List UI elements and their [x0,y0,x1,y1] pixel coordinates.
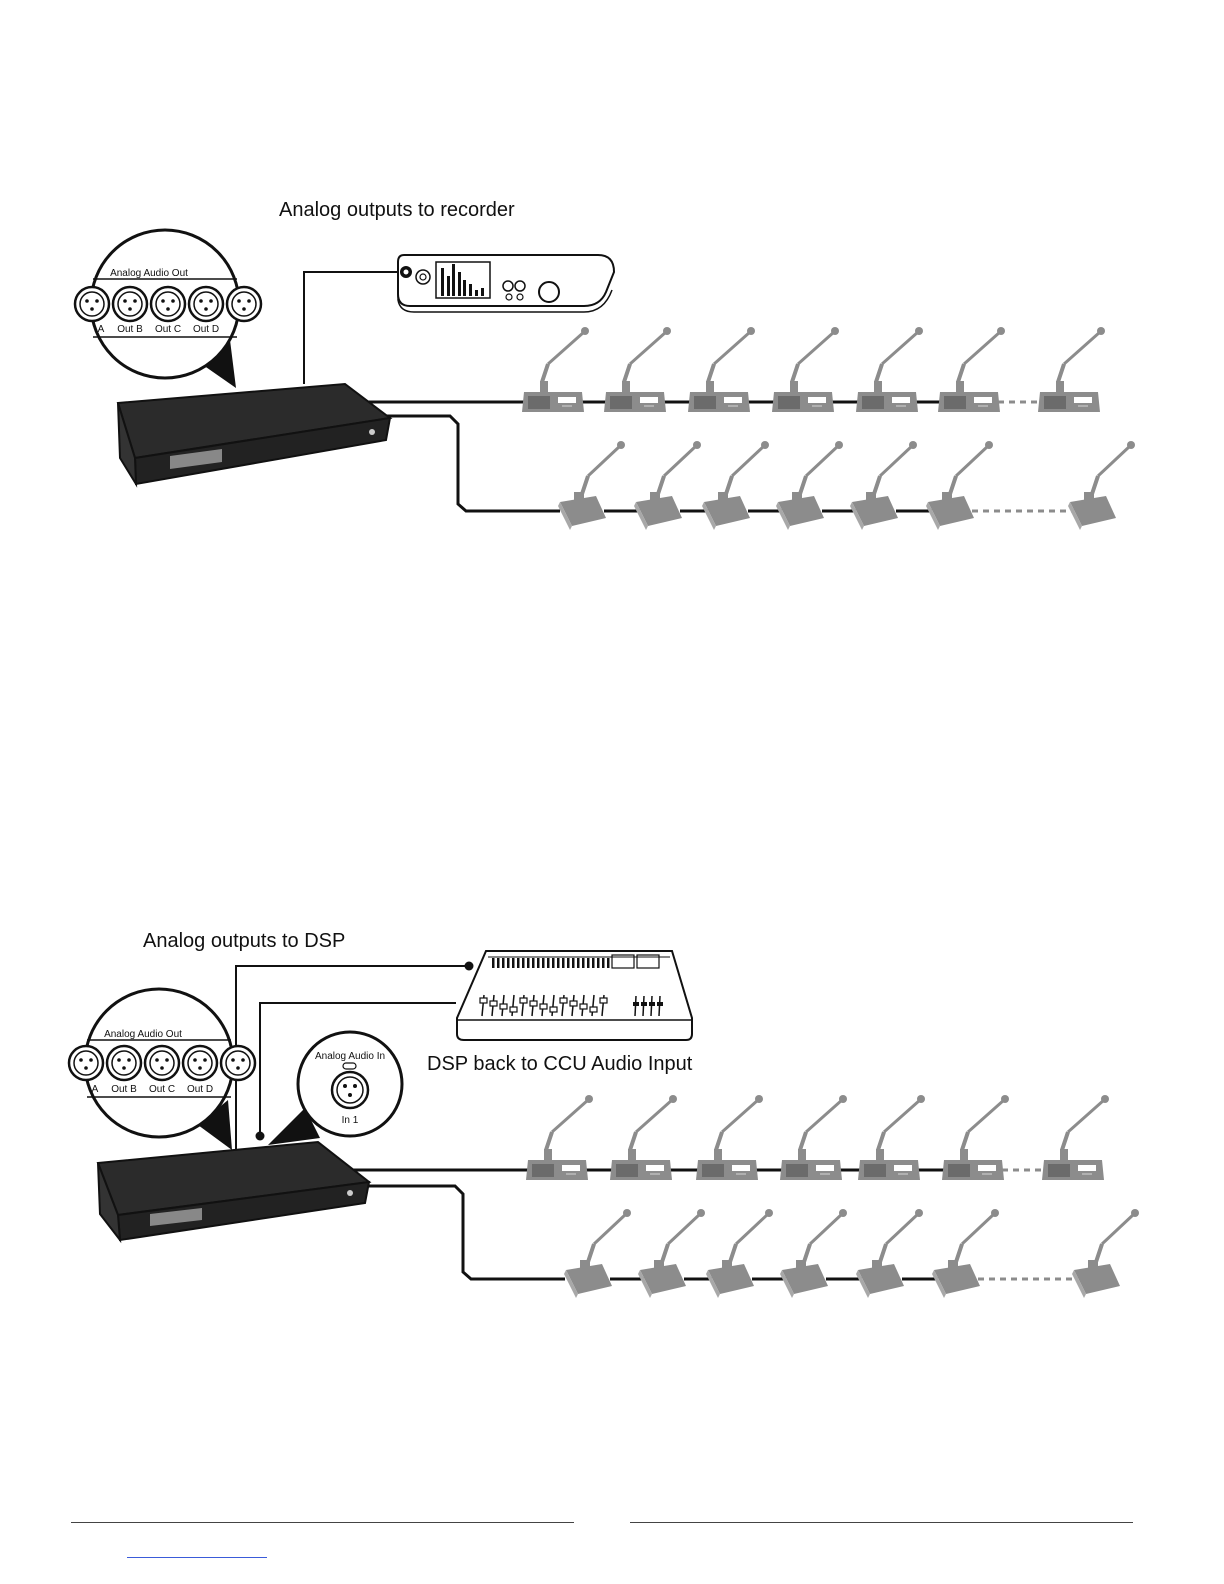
delegate-unit [1038,327,1105,412]
port-label: Out B [117,324,143,335]
port-label: Out C [149,1084,175,1095]
delegate-unit [776,441,843,530]
delegate-unit [706,1209,773,1298]
chain-cable-bottom [365,416,560,511]
xlr-connector [75,287,109,321]
delegate-unit [604,327,671,412]
port-label: A [98,324,105,335]
delegate-unit [634,441,701,530]
delegate-unit [522,327,589,412]
delegate-unit [558,441,625,530]
delegate-unit [1042,1095,1109,1180]
delegate-unit [938,327,1005,412]
delegate-unit [702,441,769,530]
delegate-unit [856,1209,923,1298]
xlr-connector [227,287,261,321]
xlr-connector [151,287,185,321]
delegate-unit [926,441,993,530]
zoom-title: Analog Audio Out [110,268,188,279]
delegate-unit [780,1209,847,1298]
port-label: In 1 [342,1115,359,1126]
delegate-unit [564,1209,631,1298]
xlr-connector [189,287,223,321]
recorder-device [398,255,614,312]
recorder-cable [304,272,400,384]
port-label: Out C [155,324,181,335]
ccu-unit [98,1142,369,1240]
delegate-unit [858,1095,925,1180]
delegate-unit [1068,441,1135,530]
xlr-connector [221,1046,255,1080]
delegate-unit [772,327,839,412]
delegate-unit [780,1095,847,1180]
footer-rule-right [630,1522,1133,1523]
delegate-unit [856,327,923,412]
ccu-unit [118,384,390,484]
xlr-connector [145,1046,179,1080]
port-label: Out B [111,1084,137,1095]
zoom-analog-in [268,1032,402,1145]
delegate-unit [688,327,755,412]
delegate-unit [932,1209,999,1298]
zoom-analog-out-2 [69,989,255,1150]
delegate-unit [696,1095,763,1180]
zoom-title: Analog Audio In [315,1051,385,1062]
delegate-unit [942,1095,1009,1180]
footer-rule-left [71,1522,574,1523]
xlr-connector [69,1046,103,1080]
dsp-mixer [457,951,692,1040]
delegate-unit [1072,1209,1139,1298]
zoom-analog-out-1 [75,230,261,388]
port-label: Out D [193,324,219,335]
delegate-unit [638,1209,705,1298]
delegate-unit [610,1095,677,1180]
delegate-unit [526,1095,593,1180]
xlr-connector [183,1046,217,1080]
port-label: Out D [187,1084,213,1095]
chain-cable-bottom [350,1186,565,1279]
zoom-title: Analog Audio Out [104,1029,182,1040]
xlr-connector [107,1046,141,1080]
delegate-unit [850,441,917,530]
port-label: A [92,1084,99,1095]
footer-link-underline[interactable] [127,1557,267,1558]
xlr-connector [113,287,147,321]
